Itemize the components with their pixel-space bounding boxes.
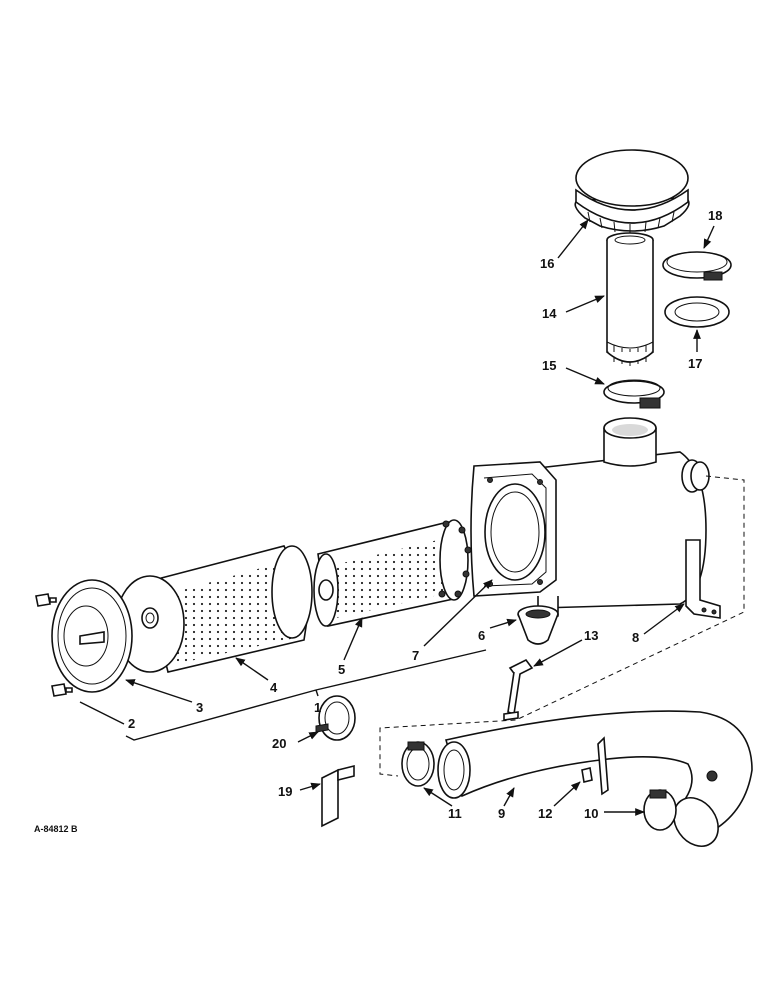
band-clamp-18 [662,251,732,281]
dashed-link-outlet [379,475,745,777]
hose-clamp-11 [401,741,435,787]
callout-11: 11 [448,806,462,821]
callout-16: 16 [540,256,554,271]
group-bracket [125,649,487,741]
wing-nuts [35,593,73,697]
end-cover [51,579,133,693]
leader-15 [565,367,605,385]
precleaner-cap [574,149,690,234]
leader-19 [299,782,321,791]
leader-9 [503,787,515,807]
hose-clamp-10 [643,789,677,831]
leader-20 [297,731,319,743]
leader-3 [125,679,193,703]
callout-6: 6 [478,628,485,643]
leader-2 [79,701,125,725]
vacuator-valve [517,605,559,645]
bracket-19 [321,764,355,828]
seal-ring-17 [664,296,730,328]
callout-7: 7 [412,648,419,663]
hose-elbow [437,710,753,847]
callout-1: 1 [314,700,321,715]
callout-19: 19 [278,784,292,799]
callout-14: 14 [542,306,557,321]
callout-18: 18 [708,208,722,223]
leader-6 [489,618,517,629]
leader-12 [553,781,581,807]
callout-2: 2 [128,716,135,731]
callout-5: 5 [338,662,345,677]
callout-20: 20 [272,736,286,751]
callout-17: 17 [688,356,702,371]
leader-11 [423,787,453,807]
leader-7 [423,579,493,647]
leader-5 [343,617,363,661]
leader-14 [565,295,605,313]
hose-clamp-15 [603,379,665,409]
air-cleaner-body [470,417,710,620]
callout-12: 12 [538,806,552,821]
clamp-20 [315,695,356,741]
callout-13: 13 [584,628,598,643]
callout-3: 3 [196,700,203,715]
callout-9: 9 [498,806,505,821]
inlet-tube [606,232,654,366]
figure-code: A-84812 B [34,824,78,834]
callout-4: 4 [270,680,278,695]
callout-8: 8 [632,630,639,645]
safety-element [313,519,472,627]
callout-15: 15 [542,358,556,373]
leader-8 [643,603,685,635]
callout-10: 10 [584,806,598,821]
hose-strap-13 [503,658,534,721]
leader-4 [235,657,269,681]
mounting-bracket [685,539,721,619]
leader-16 [557,219,589,259]
leader-18 [703,225,715,249]
hose-strap-12 [581,767,593,783]
leader-13 [533,639,583,667]
primary-element [115,545,313,673]
